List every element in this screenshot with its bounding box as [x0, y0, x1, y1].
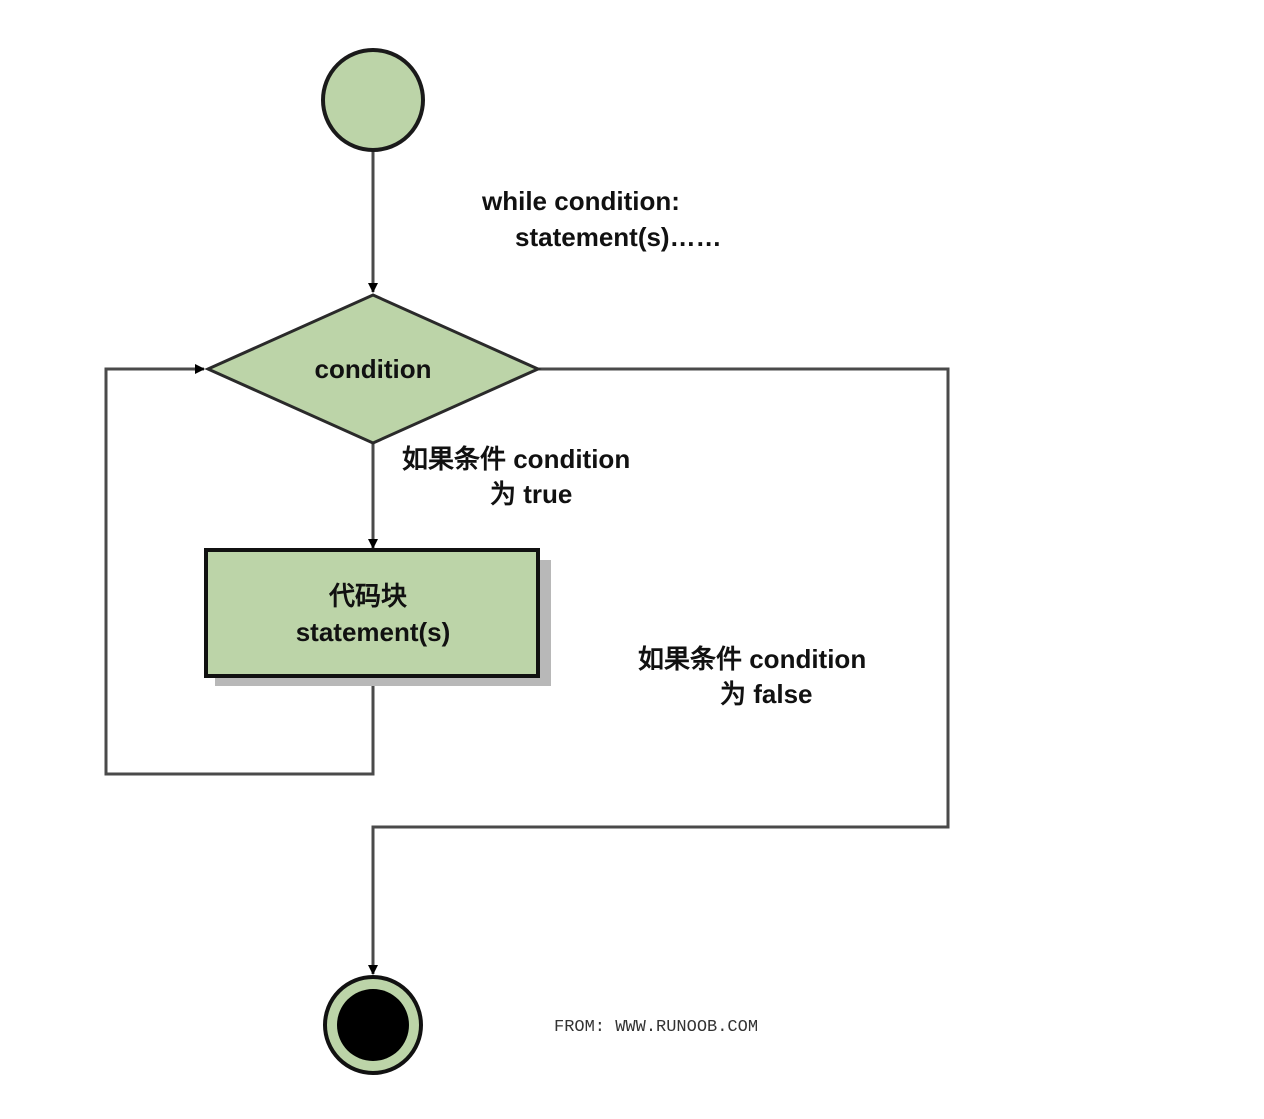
edge-condition-false-to-end: [368, 367, 950, 975]
source-credit: FROM: WWW.RUNOOB.COM: [554, 1018, 758, 1037]
edges: [104, 150, 950, 975]
block-label-line1: 代码块: [328, 581, 407, 611]
true-branch-label-line1: 如果条件 condition: [402, 444, 630, 474]
code-snippet-line1: while condition:: [481, 186, 680, 216]
false-branch-label-line1: 如果条件 condition: [638, 644, 866, 674]
end-node-inner: [337, 989, 409, 1061]
block-label-line2: statement(s): [296, 617, 451, 647]
statement-block-node: [204, 548, 540, 678]
edge-block-loop-back: [104, 364, 375, 776]
start-node: [321, 48, 425, 152]
condition-label: condition: [315, 354, 432, 384]
code-snippet-line2: statement(s)……: [515, 222, 722, 252]
true-branch-label-line2: 为 true: [490, 479, 572, 509]
false-branch-label-line2: 为 false: [720, 679, 813, 709]
condition-node: [204, 293, 542, 445]
